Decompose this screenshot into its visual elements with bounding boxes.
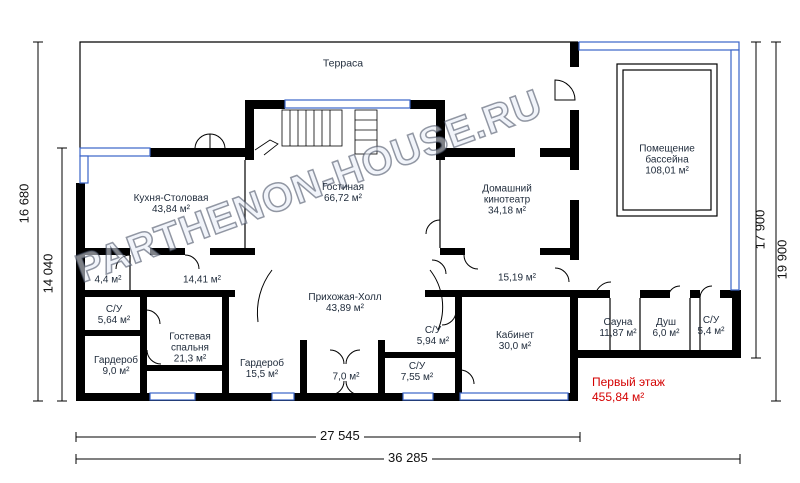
dim-left-inner: 14 040 bbox=[40, 253, 56, 294]
room-label-15-19: 15,19 м² bbox=[497, 272, 537, 284]
room-label-terrace: Терраса bbox=[322, 57, 364, 70]
dim-right-outer: 19 900 bbox=[774, 239, 790, 280]
dim-bottom-inner: 27 545 bbox=[316, 428, 364, 443]
terrace-outline bbox=[79, 41, 578, 148]
walls bbox=[76, 42, 741, 401]
partitions bbox=[129, 63, 718, 350]
floor-title: Первый этаж 455,84 м² bbox=[592, 375, 665, 404]
room-label-small1: 4,4 м² bbox=[94, 274, 122, 286]
dim-right-inner: 17 900 bbox=[752, 209, 768, 250]
room-label-vestibule: 7,0 м² bbox=[332, 371, 360, 383]
doors bbox=[115, 79, 713, 396]
dim-left-outer: 16 680 bbox=[16, 183, 32, 224]
room-label-corridor: 14,41 м² bbox=[182, 274, 222, 286]
dim-bottom-outer: 36 285 bbox=[384, 450, 432, 465]
windows bbox=[79, 41, 740, 401]
staircase bbox=[254, 109, 378, 156]
